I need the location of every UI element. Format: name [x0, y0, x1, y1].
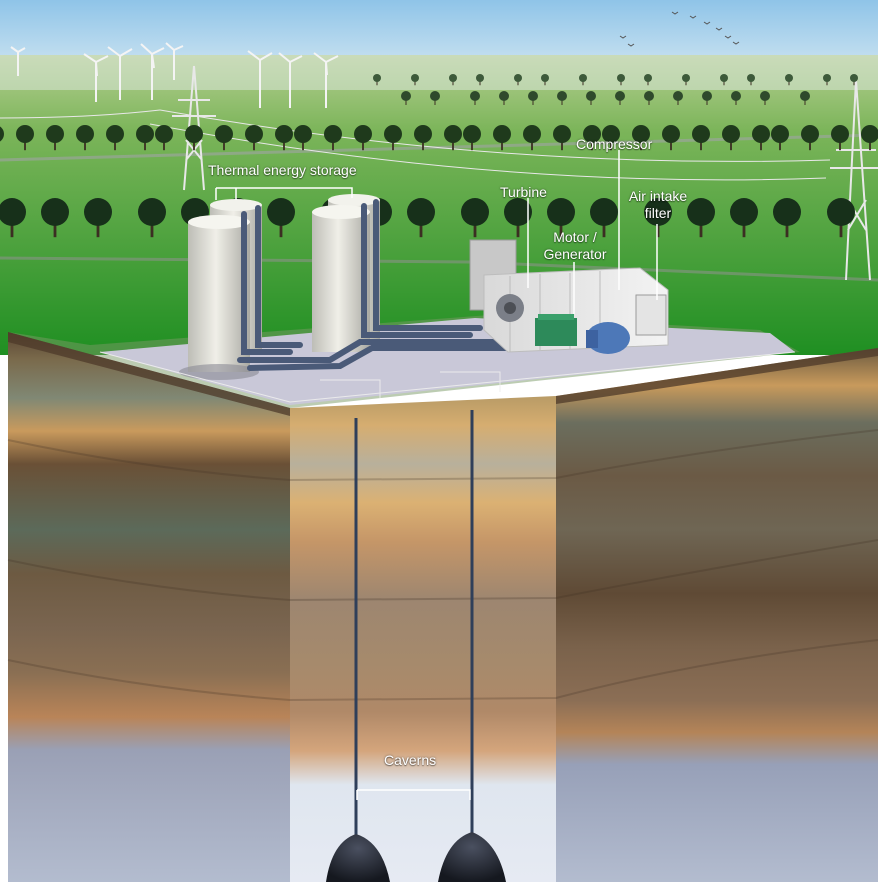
tree-crown — [583, 125, 601, 143]
tree-crown — [76, 125, 94, 143]
tree-crown — [850, 74, 858, 82]
tree-crown — [324, 125, 342, 143]
tree-crown — [800, 91, 810, 101]
tree-crown — [84, 198, 112, 226]
tree-crown — [644, 198, 672, 226]
tree-crown — [384, 125, 402, 143]
tree-crown — [827, 198, 855, 226]
motor-generator-label: Motor / Generator — [530, 229, 620, 263]
tree-crown — [557, 91, 567, 101]
tree-crown — [245, 125, 263, 143]
tree-crown — [662, 125, 680, 143]
tree-crown — [106, 125, 124, 143]
tree-crown — [354, 125, 372, 143]
tree-crown — [590, 198, 618, 226]
tree-crown — [760, 91, 770, 101]
tree-crown — [771, 125, 789, 143]
tree-crown — [407, 198, 435, 226]
tree-crown — [730, 198, 758, 226]
tree-crown — [267, 198, 295, 226]
tree-crown — [401, 91, 411, 101]
tree-crown — [823, 74, 831, 82]
tree-crown — [602, 125, 620, 143]
tree-crown — [720, 74, 728, 82]
caverns-label: Caverns — [384, 752, 437, 768]
tree-crown — [493, 125, 511, 143]
tree-crown — [411, 74, 419, 82]
tree-crown — [586, 91, 596, 101]
tree-crown — [731, 91, 741, 101]
tree-crown — [785, 74, 793, 82]
tree-crown — [687, 198, 715, 226]
thermal-storage-tanks — [179, 194, 380, 380]
tree-crown — [861, 125, 878, 143]
tree-crown — [476, 74, 484, 82]
tree-crown — [463, 125, 481, 143]
tree-crown — [414, 125, 432, 143]
tree-crown — [831, 125, 849, 143]
air-intake-filter-label-line1: Air intake — [628, 188, 688, 204]
air-intake-filter-label-line2: filter — [644, 205, 672, 221]
label-leader-lines — [215, 150, 658, 800]
tree-crown — [0, 198, 26, 226]
tree-crown — [528, 91, 538, 101]
tree-crown — [504, 198, 532, 226]
motor-generator-label-line2: Generator — [543, 246, 607, 262]
tree-crown — [136, 125, 154, 143]
tree-crown — [673, 91, 683, 101]
tree-crown — [185, 125, 203, 143]
tree-crown — [275, 125, 293, 143]
tree-crown — [41, 198, 69, 226]
tree-crown — [470, 91, 480, 101]
tree-crown — [541, 74, 549, 82]
tree-crown — [514, 74, 522, 82]
tree-crown — [579, 74, 587, 82]
piping — [237, 199, 533, 371]
tree-crown — [702, 91, 712, 101]
cavern-left — [326, 834, 390, 882]
tree-crown — [46, 125, 64, 143]
tree-crown — [373, 74, 381, 82]
tree-crown — [461, 198, 489, 226]
tree-crown — [722, 125, 740, 143]
tree-crown — [553, 125, 571, 143]
tree-crown — [523, 125, 541, 143]
tree-crown — [632, 125, 650, 143]
tree-crown — [444, 125, 462, 143]
tree-crown — [215, 125, 233, 143]
machine-hall — [469, 239, 669, 354]
tree-crown — [449, 74, 457, 82]
tree-crown — [615, 91, 625, 101]
tree-crown — [692, 125, 710, 143]
motor-generator-label-line1: Motor / — [553, 229, 597, 245]
tree-crown — [16, 125, 34, 143]
tree-crown — [752, 125, 770, 143]
tree-crown — [644, 91, 654, 101]
thermal-energy-storage-label: Thermal energy storage — [208, 162, 357, 178]
turbine-label: Turbine — [500, 184, 547, 200]
air-intake-filter-label: Air intake filter — [616, 188, 700, 222]
compressor-label: Compressor — [576, 136, 653, 152]
tree-crown — [547, 198, 575, 226]
tree-crown — [617, 74, 625, 82]
tree-crown — [747, 74, 755, 82]
tree-crown — [773, 198, 801, 226]
tree-crown — [644, 74, 652, 82]
tree-crown — [801, 125, 819, 143]
tree-crown — [138, 198, 166, 226]
tree-crown — [294, 125, 312, 143]
cavern-right — [438, 832, 506, 882]
tree-crown — [499, 91, 509, 101]
tree-crown — [430, 91, 440, 101]
tree-crown — [682, 74, 690, 82]
tree-crown — [0, 126, 4, 142]
tree-crown — [155, 125, 173, 143]
